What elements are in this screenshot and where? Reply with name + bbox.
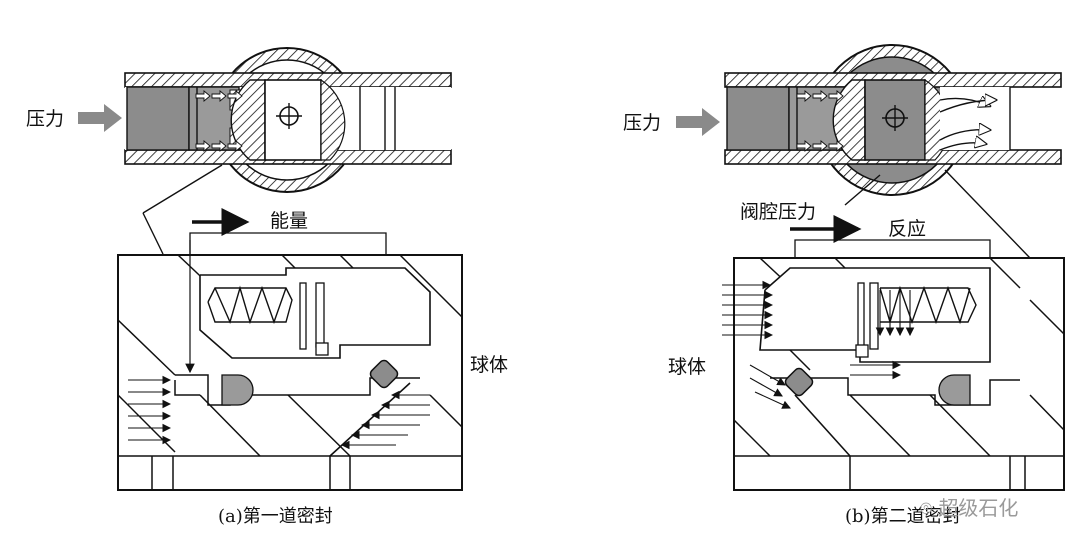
watermark: ⌾ 超级石化 bbox=[920, 498, 1018, 518]
caption-b: (b)第二道密封 bbox=[845, 506, 961, 527]
pressure-label-a: 压力 bbox=[26, 108, 65, 130]
valve-a bbox=[78, 47, 452, 193]
pressure-arrow-icon bbox=[676, 108, 720, 136]
ball-label-b: 球体 bbox=[668, 356, 707, 378]
pressure-label-b: 压力 bbox=[623, 112, 662, 134]
energy-label: 能量 bbox=[270, 210, 309, 232]
valve-b bbox=[676, 44, 1062, 196]
leader-lines-a bbox=[142, 164, 223, 255]
caption-a: (a)第一道密封 bbox=[218, 506, 333, 527]
pressure-arrow-icon bbox=[78, 104, 122, 132]
reaction-label: 反应 bbox=[888, 218, 927, 240]
seal-section-b bbox=[722, 257, 1065, 491]
seal-ring-b bbox=[938, 374, 971, 406]
seal-section-a bbox=[117, 240, 463, 491]
watermark-text: 超级石化 bbox=[938, 496, 1019, 520]
ball-label-a: 球体 bbox=[470, 354, 509, 376]
cavity-pressure-label: 阀腔压力 bbox=[740, 201, 817, 223]
leader-lines-b bbox=[844, 169, 1031, 259]
wechat-icon: ⌾ bbox=[920, 496, 939, 520]
seal-ring-a bbox=[221, 374, 254, 406]
